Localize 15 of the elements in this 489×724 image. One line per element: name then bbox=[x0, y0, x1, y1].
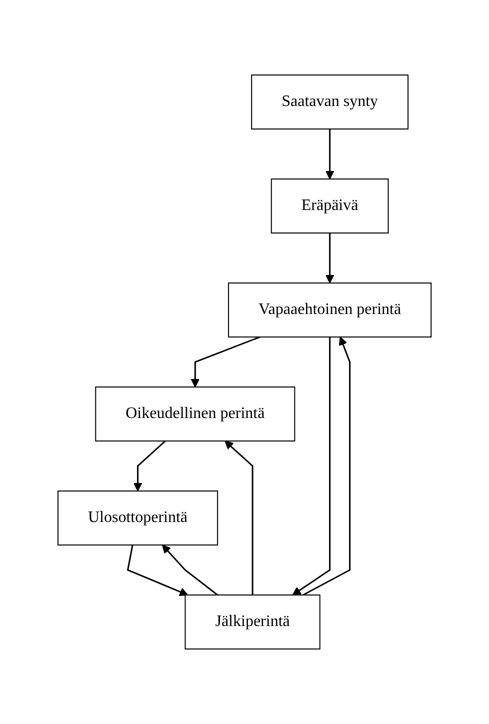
node-box: Eräpäivä bbox=[270, 178, 389, 234]
arrow bbox=[126, 544, 188, 596]
arrow bbox=[190, 336, 260, 388]
node-box: Saatavan synty bbox=[251, 74, 408, 130]
arrow bbox=[292, 337, 330, 596]
node-box: Ulosottoperintä bbox=[57, 490, 218, 546]
node-box: Jälkiperintä bbox=[184, 594, 320, 650]
arrow bbox=[325, 129, 334, 180]
arrow bbox=[133, 440, 166, 492]
node-box: Vapaaehtoinen perintä bbox=[228, 282, 432, 338]
arrow bbox=[162, 544, 218, 596]
arrow bbox=[302, 336, 350, 596]
arrow bbox=[224, 440, 254, 595]
node-box: Oikeudellinen perintä bbox=[95, 386, 296, 442]
arrow bbox=[325, 233, 334, 284]
